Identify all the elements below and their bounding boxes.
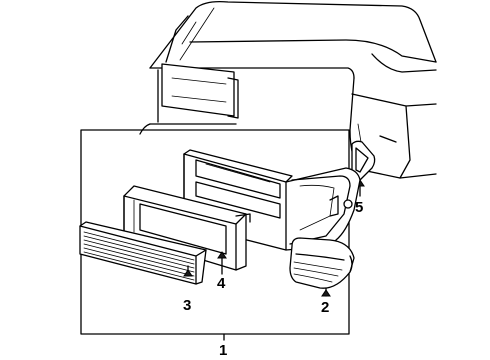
callout-4: 4 [217, 275, 226, 292]
callout-3: 3 [183, 297, 191, 314]
vehicle-body-outline [139, 0, 437, 179]
callout-2: 2 [321, 299, 329, 316]
part-5-reflector [351, 140, 376, 197]
callout-5: 5 [355, 199, 363, 216]
part-2-corner-lamp [289, 237, 355, 297]
part-3-ribbed-lens [79, 221, 207, 285]
callout-1: 1 [219, 342, 227, 359]
